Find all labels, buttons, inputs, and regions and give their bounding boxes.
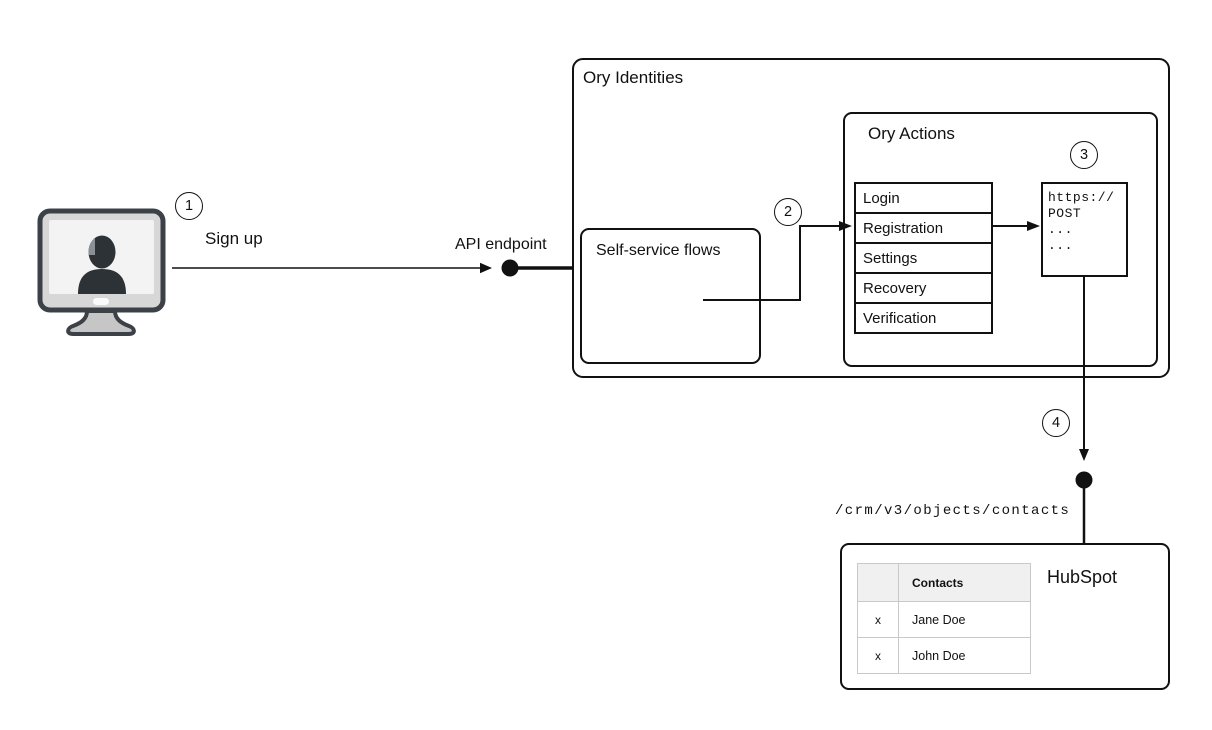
endpoint-dot: [501, 259, 519, 277]
flow-row-verification: Verification: [854, 302, 993, 334]
step-badge-4: 4: [1042, 409, 1070, 437]
arrow-signup-to-endpoint: [172, 259, 573, 277]
webhook-request-box: https:// POST ... ...: [1041, 182, 1128, 277]
step-badge-2: 2: [774, 198, 802, 226]
flow-row-recovery: Recovery: [854, 272, 993, 304]
contact-row: x Jane Doe: [857, 601, 1031, 638]
ory-identities-box: Ory Identities Self-service flows Ory Ac…: [572, 58, 1170, 378]
self-service-flows-title: Self-service flows: [596, 242, 721, 259]
code-line: ...: [1048, 238, 1073, 253]
contacts-header-cell: Contacts: [898, 563, 1031, 602]
code-line: POST: [1048, 206, 1082, 221]
code-line: https://: [1048, 190, 1115, 205]
computer-user-icon: [37, 208, 166, 336]
endpoint-dot: [1075, 471, 1093, 489]
contacts-corner-cell: [857, 563, 899, 602]
flow-list: Login Registration Settings Recovery Ver…: [854, 182, 993, 334]
code-line: ...: [1048, 222, 1073, 237]
contact-flag-cell: x: [857, 637, 899, 674]
contact-flag-cell: x: [857, 601, 899, 638]
flow-row-settings: Settings: [854, 242, 993, 274]
hubspot-title: HubSpot: [1047, 567, 1118, 587]
contacts-table: Contacts x Jane Doe x John Doe: [857, 563, 1031, 674]
contact-name-cell: Jane Doe: [898, 601, 1031, 638]
step-badge-1: 1: [175, 192, 203, 220]
flow-row-login: Login: [854, 182, 993, 214]
sign-up-label: Sign up: [205, 229, 263, 248]
step-badge-3: 3: [1070, 141, 1098, 169]
crm-path-label: /crm/v3/objects/contacts: [835, 503, 1071, 519]
contact-name-cell: John Doe: [898, 637, 1031, 674]
flow-row-registration: Registration: [854, 212, 993, 244]
contacts-header-row: Contacts: [857, 563, 1031, 602]
hubspot-box: HubSpot Contacts x Jane Doe x John Doe: [840, 543, 1170, 690]
self-service-flows-box: Self-service flows: [580, 228, 761, 364]
person-silhouette: [78, 235, 126, 294]
api-endpoint-label: API endpoint: [455, 236, 547, 253]
ory-actions-title: Ory Actions: [868, 124, 955, 143]
ory-identities-title: Ory Identities: [583, 68, 684, 87]
ory-actions-box: Ory Actions Login Registration Settings …: [843, 112, 1158, 367]
contact-row: x John Doe: [857, 637, 1031, 674]
